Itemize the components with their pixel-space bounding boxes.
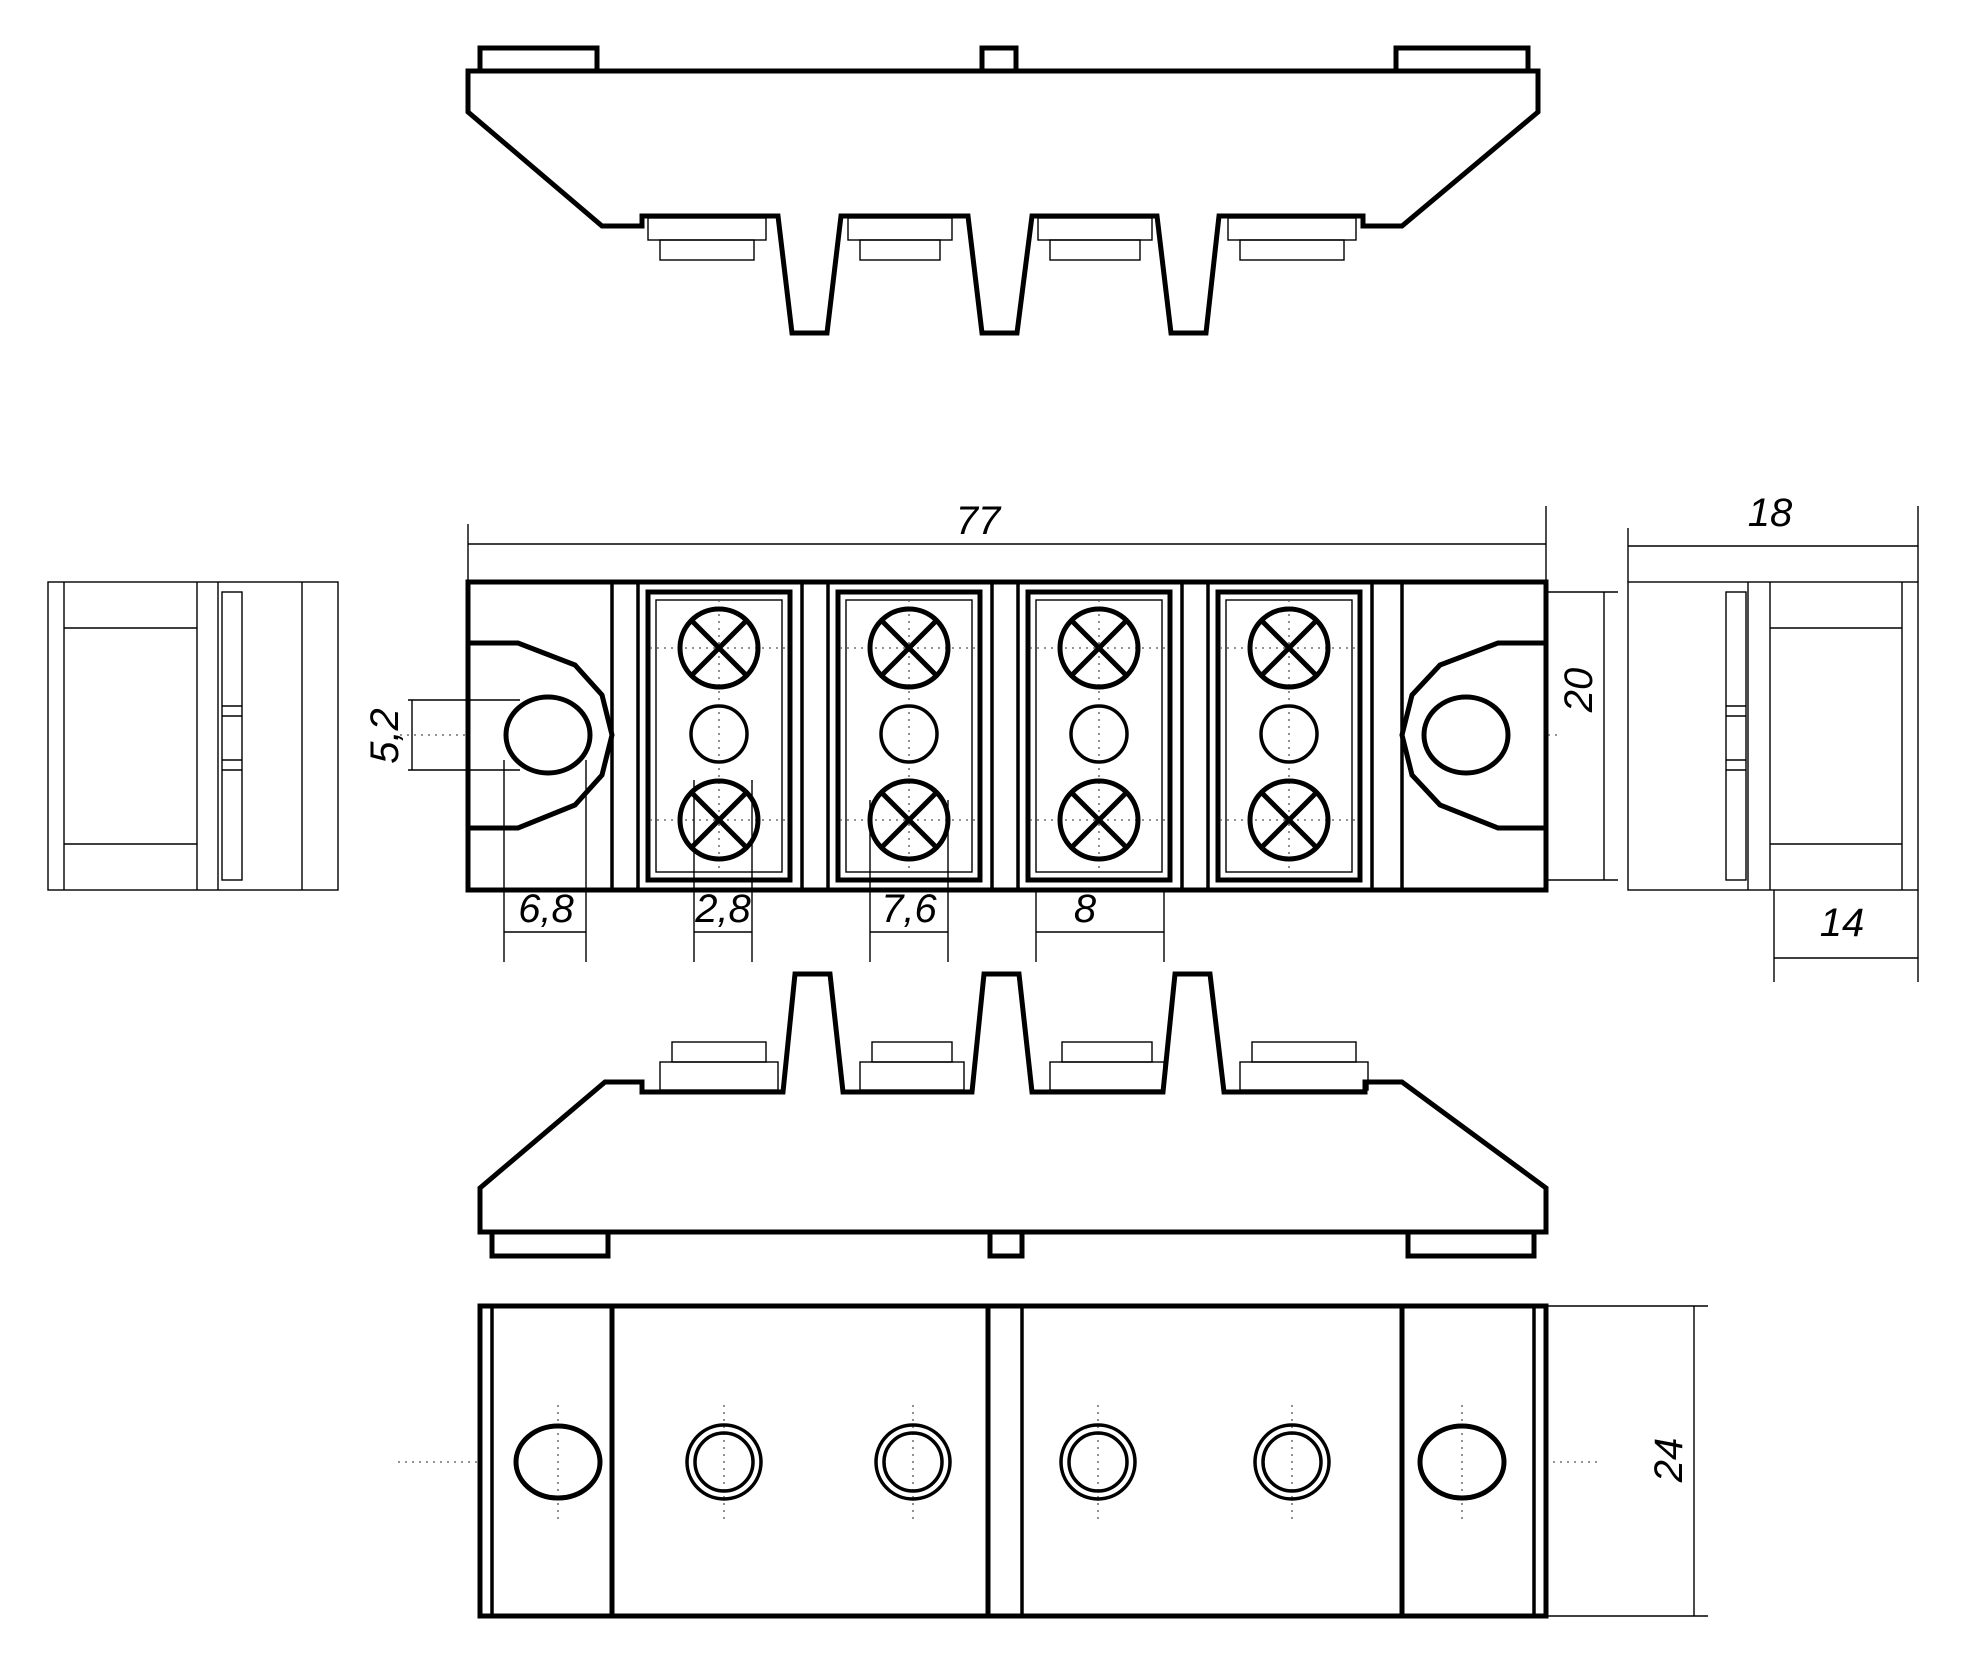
dim-bottom-height: 24 bbox=[1647, 1438, 1691, 1484]
dimension-lines bbox=[408, 506, 1919, 1617]
right-mounting-ear bbox=[1399, 640, 1546, 831]
top-profile-terminals bbox=[647, 217, 1357, 261]
bottom-profile-view bbox=[477, 971, 1549, 1259]
dim-mount-hole: 5,2 bbox=[363, 708, 407, 764]
dim-small-hole: 2,8 bbox=[694, 887, 751, 931]
dim-side-inner-depth: 14 bbox=[1820, 901, 1865, 945]
bottom-profile-tabs bbox=[489, 1229, 1537, 1259]
underside-outline bbox=[477, 1303, 1549, 1619]
front-body-outline bbox=[465, 579, 1549, 893]
dim-pitch: 8 bbox=[1074, 887, 1097, 931]
underside-partitions bbox=[490, 1306, 1536, 1616]
dim-side-depth: 18 bbox=[1748, 491, 1793, 535]
top-profile-tabs bbox=[477, 45, 1531, 74]
bottom-profile-body bbox=[477, 971, 1549, 1235]
screw-terminal-1 bbox=[650, 600, 790, 872]
dimension-labels: 77 20 18 14 5,2 6,8 2,8 7,6 8 24 bbox=[363, 491, 1864, 1483]
top-profile-view bbox=[465, 45, 1541, 336]
left-mounting-ear bbox=[468, 640, 615, 831]
dim-ear-width: 6,8 bbox=[518, 887, 574, 931]
screw-terminal-4 bbox=[1220, 600, 1360, 872]
top-profile-body bbox=[465, 68, 1541, 336]
dim-module-height: 20 bbox=[1557, 668, 1601, 714]
dim-screw-spacing: 7,6 bbox=[881, 887, 937, 931]
right-side-view bbox=[1627, 581, 1919, 891]
underside-holes bbox=[513, 1405, 1507, 1520]
screw-terminal-3 bbox=[1030, 600, 1170, 872]
front-dividers bbox=[610, 582, 1404, 890]
front-plan-view bbox=[400, 579, 1560, 893]
left-side-view bbox=[47, 581, 339, 891]
bottom-profile-terminals bbox=[659, 1041, 1369, 1091]
underside-view bbox=[398, 1303, 1600, 1619]
dim-overall-length: 77 bbox=[956, 499, 1002, 543]
screw-terminals bbox=[650, 600, 1360, 872]
